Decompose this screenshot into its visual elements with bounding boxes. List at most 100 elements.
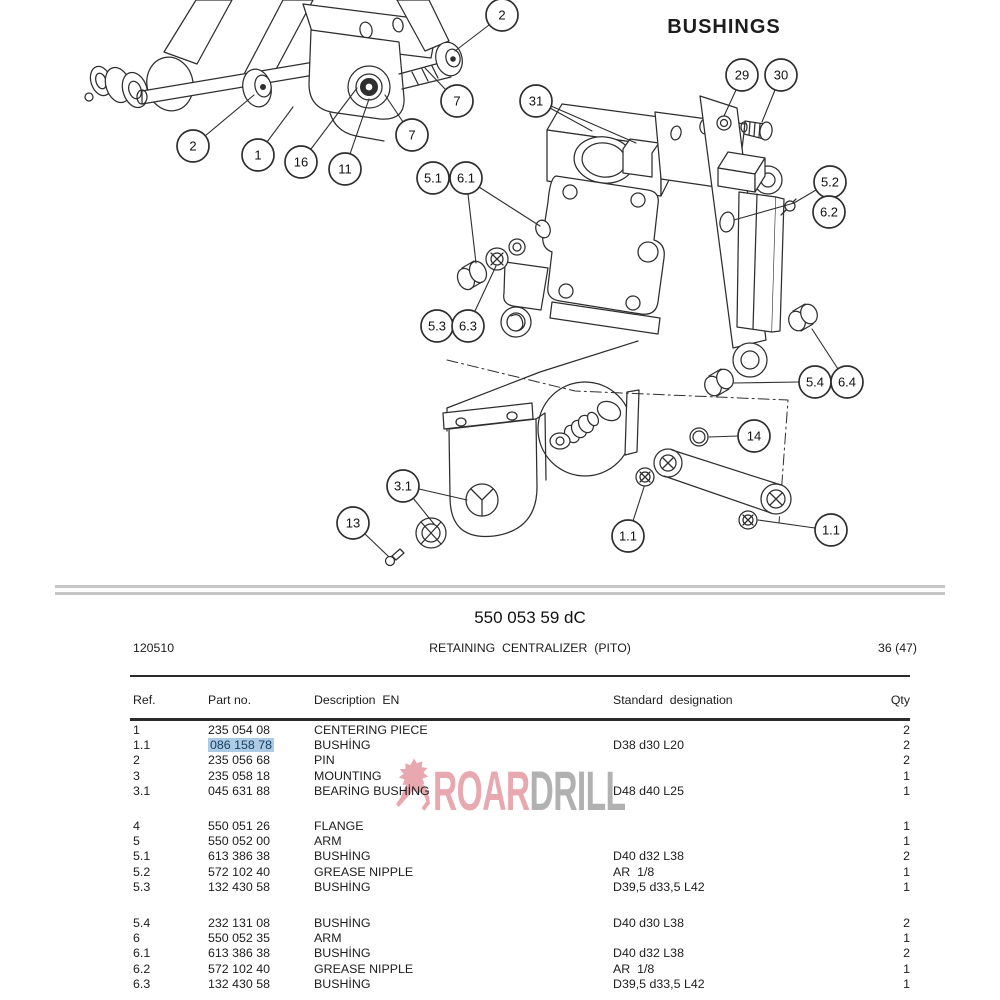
cell-qty: 2 — [903, 723, 910, 737]
watermark-text-drill: DRILL — [529, 759, 627, 822]
svg-text:7: 7 — [408, 128, 415, 143]
assembly-flange-mounting — [384, 340, 640, 567]
callout-6.1: 6.1 — [449, 161, 483, 195]
callout-3.1: 3.1 — [386, 469, 420, 503]
cell-qty: 2 — [903, 753, 910, 768]
highlighted-part-no: 086 158 78 — [208, 738, 275, 753]
svg-text:5.1: 5.1 — [424, 171, 442, 186]
cell-part-no: 235 058 18 — [208, 768, 271, 783]
cell-description: GREASE NIPPLE — [314, 961, 414, 976]
cell-ref: 2 — [133, 753, 140, 768]
cell-standard-designation: D40 d32 L38 — [613, 946, 684, 961]
table-header: Ref. Part no. Description EN Standard de… — [0, 693, 1000, 708]
callout-2: 2 — [485, 0, 519, 32]
callout-6.4: 6.4 — [830, 365, 864, 399]
exploded-view-diagram: BUSHINGS — [84, 0, 864, 567]
cell-ref: 5.2 — [133, 864, 151, 879]
svg-text:5.3: 5.3 — [428, 319, 446, 334]
callout-13: 13 — [336, 506, 370, 540]
cell-standard-designation: D48 d40 L25 — [613, 783, 684, 798]
cell-part-no: 232 131 08 — [208, 916, 271, 930]
svg-text:6.2: 6.2 — [820, 205, 838, 220]
cell-ref: 6.1 — [133, 946, 151, 961]
svg-text:5.2: 5.2 — [821, 175, 839, 190]
cell-description: PIN — [314, 753, 335, 768]
cell-qty: 1 — [903, 879, 910, 894]
table-header-rule — [130, 718, 910, 721]
doc-code: 120510 — [133, 641, 175, 655]
callout-16: 16 — [284, 145, 318, 179]
cell-part-no: 613 386 38 — [208, 946, 271, 961]
callout-11: 11 — [328, 152, 362, 186]
svg-text:14: 14 — [747, 429, 761, 444]
callout-30: 30 — [764, 58, 798, 92]
cell-qty: 2 — [903, 946, 910, 961]
cell-qty: 1 — [903, 864, 910, 879]
svg-text:30: 30 — [774, 68, 788, 83]
col-header-std: Standard designation — [613, 693, 733, 707]
callout-5.4: 5.4 — [798, 365, 832, 399]
cell-description: FLANGE — [314, 819, 364, 833]
svg-text:2: 2 — [498, 8, 505, 23]
cell-qty: 2 — [903, 849, 910, 864]
section-divider-bottom — [55, 592, 945, 595]
cell-standard-designation: D40 d32 L38 — [613, 849, 684, 864]
cell-standard-designation: D39,5 d33,5 L42 — [613, 879, 705, 894]
cell-description: BUSHİNG — [314, 879, 371, 894]
cell-qty: 1 — [903, 819, 910, 833]
cell-ref: 6.3 — [133, 976, 151, 991]
cell-description: BUSHİNG — [314, 916, 371, 930]
callout-29: 29 — [725, 58, 759, 92]
cell-ref: 5.4 — [133, 916, 151, 930]
assembly-mounting-main — [456, 95, 797, 378]
watermark-lion-icon — [395, 758, 431, 811]
callout-31: 31 — [519, 84, 553, 118]
svg-text:2: 2 — [189, 139, 196, 154]
link-arm-assembly — [446, 303, 818, 530]
svg-text:1.1: 1.1 — [822, 523, 840, 538]
callout-1.1: 1.1 — [814, 513, 848, 547]
cell-description: GREASE NIPPLE — [314, 864, 414, 879]
cell-qty: 1 — [903, 931, 910, 946]
svg-text:7: 7 — [453, 94, 460, 109]
assembly-number-title: 550 053 59 dC — [474, 608, 586, 627]
cell-standard-designation: AR 1/8 — [613, 864, 655, 879]
cell-part-no: 550 051 26 — [208, 819, 271, 833]
callout-7: 7 — [440, 84, 474, 118]
cell-description: BUSHİNG — [314, 738, 371, 753]
cell-description: BEARİNG BUSHİNG — [314, 783, 430, 798]
cell-part-no: 132 430 58 — [208, 879, 271, 894]
col-header-ref: Ref. — [133, 693, 156, 707]
cell-part-no: 613 386 38 — [208, 849, 271, 864]
callout-7: 7 — [395, 118, 429, 152]
svg-text:6.4: 6.4 — [838, 375, 856, 390]
leader-lines — [204, 24, 839, 557]
cell-part-no: 235 054 08 — [208, 723, 271, 737]
cell-part-no: 550 052 00 — [208, 834, 271, 849]
cell-description: ARM — [314, 931, 342, 946]
svg-text:1.1: 1.1 — [619, 529, 637, 544]
cell-part-no: 572 102 40 — [208, 961, 271, 976]
table-top-rule — [130, 675, 910, 677]
cell-description: BUSHİNG — [314, 946, 371, 961]
cell-ref: 5 — [133, 834, 140, 849]
watermark-text-roar: ROAR — [433, 759, 530, 822]
table-row-6.1: 6.1 613 386 38 BUSHİNG D40 d32 L38 2 — [0, 946, 1000, 961]
cell-description: BUSHİNG — [314, 976, 371, 991]
cell-qty: 2 — [903, 916, 910, 930]
